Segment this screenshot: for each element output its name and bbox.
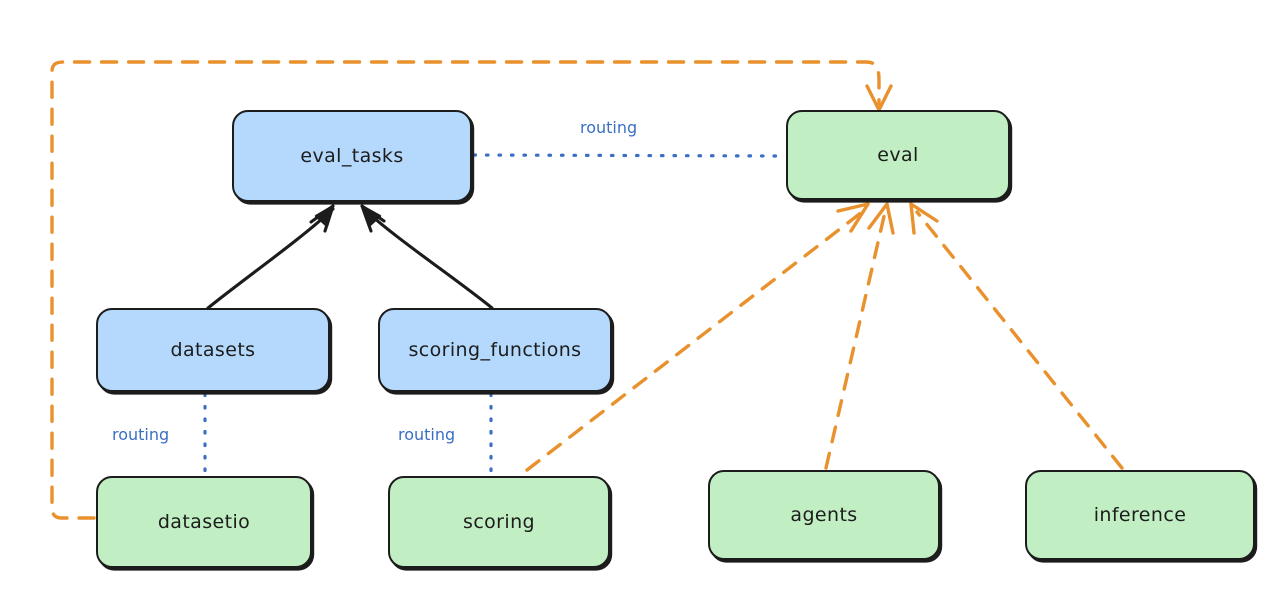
edge-datasets-eval_tasks — [206, 204, 335, 310]
node-eval-tasks[interactable]: eval_tasks — [232, 110, 472, 202]
edge-label-routing-eval-tasks-eval: routing — [580, 118, 638, 137]
node-datasets[interactable]: datasets — [96, 308, 330, 392]
node-scoring[interactable]: scoring — [388, 476, 610, 568]
node-inference[interactable]: inference — [1025, 470, 1255, 560]
node-label-agents: agents — [790, 504, 858, 526]
edge-agents-eval — [824, 202, 895, 470]
node-label-datasetio: datasetio — [157, 511, 251, 533]
edge-eval_tasks-eval — [472, 153, 786, 158]
node-label-inference: inference — [1093, 504, 1187, 526]
node-agents[interactable]: agents — [708, 470, 940, 560]
edge-label-routing-scoring-functions-scoring: routing — [398, 425, 456, 444]
node-scoring-functions[interactable]: scoring_functions — [378, 308, 612, 392]
node-label-scoring-functions: scoring_functions — [408, 339, 582, 361]
node-label-eval: eval — [877, 144, 919, 166]
node-label-datasets: datasets — [170, 339, 256, 361]
edge-scoring_functions-eval_tasks — [360, 204, 494, 310]
node-label-eval-tasks: eval_tasks — [300, 145, 404, 167]
node-datasetio[interactable]: datasetio — [96, 476, 312, 568]
edge-inference-eval — [909, 202, 1124, 470]
node-eval[interactable]: eval — [786, 110, 1010, 200]
edge-label-routing-datasets-datasetio: routing — [112, 425, 170, 444]
node-label-scoring: scoring — [463, 511, 535, 533]
